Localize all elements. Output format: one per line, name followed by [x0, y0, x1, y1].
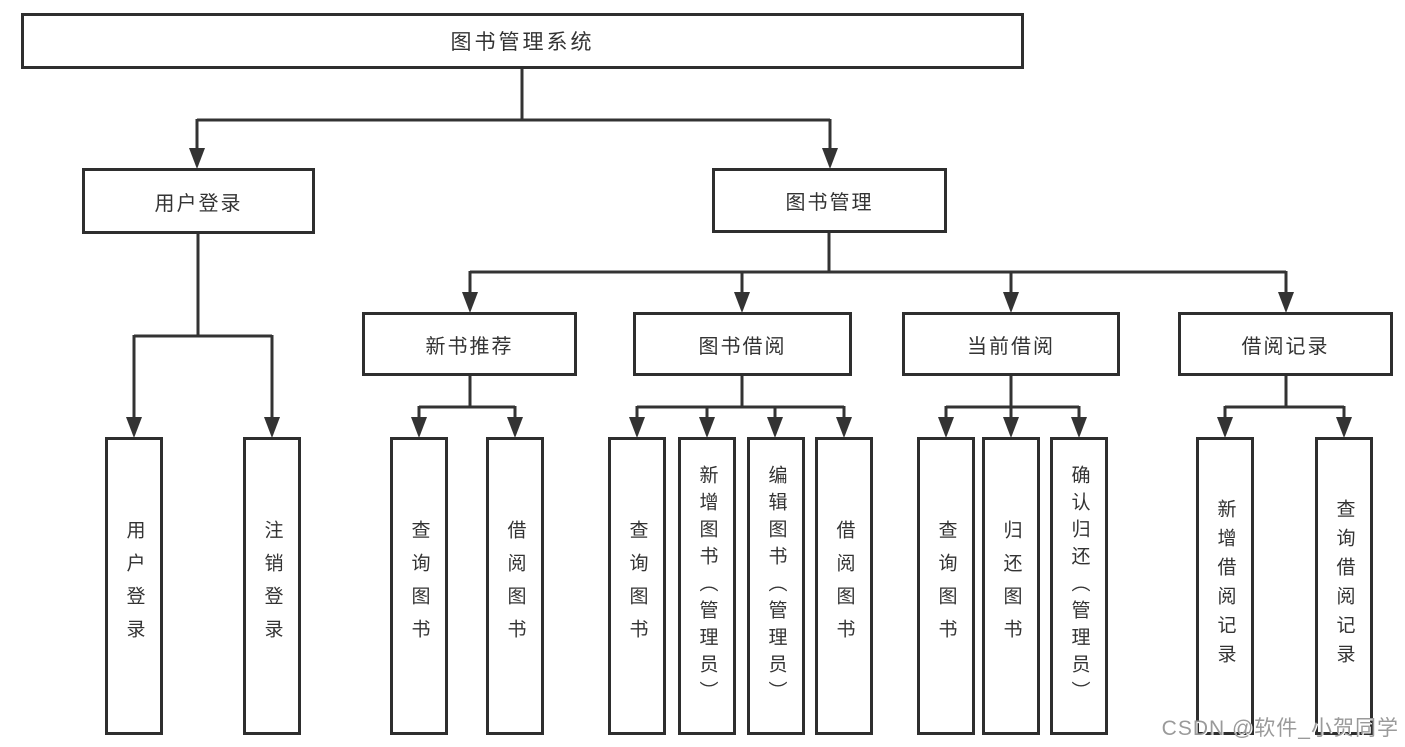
node-br-query-record: 查询借阅记录	[1315, 437, 1373, 735]
node-bb-query-book: 查询图书	[608, 437, 666, 735]
node-borrow-records: 借阅记录	[1178, 312, 1393, 376]
node-logout-label: 注销登录	[261, 520, 283, 652]
node-cb-return-book-label: 归还图书	[1000, 520, 1022, 652]
node-user-login-label: 用户登录	[154, 192, 243, 215]
node-br-query-record-label: 查询借阅记录	[1333, 499, 1355, 673]
node-cb-confirm-return-label: 确认归还（管理员）	[1068, 464, 1090, 708]
node-current-borrow-label: 当前借阅	[967, 335, 1055, 358]
node-new-book-rec: 新书推荐	[362, 312, 577, 376]
node-bb-query-book-label: 查询图书	[626, 520, 648, 652]
node-br-add-record: 新增借阅记录	[1196, 437, 1254, 735]
node-rec-borrow-book: 借阅图书	[486, 437, 544, 735]
node-cb-query-book-label: 查询图书	[935, 520, 957, 652]
node-cb-query-book: 查询图书	[917, 437, 975, 735]
node-bb-add-book-label: 新增图书（管理员）	[696, 464, 718, 708]
node-book-mgmt-label: 图书管理	[785, 192, 874, 214]
node-logout: 注销登录	[243, 437, 301, 735]
node-br-add-record-label: 新增借阅记录	[1214, 499, 1236, 673]
node-login-label: 用户登录	[123, 520, 145, 652]
node-cb-confirm-return: 确认归还（管理员）	[1050, 437, 1108, 735]
node-login: 用户登录	[105, 437, 163, 735]
node-book-mgmt: 图书管理	[712, 168, 947, 233]
node-rec-query-book: 查询图书	[390, 437, 448, 735]
node-book-borrow: 图书借阅	[633, 312, 852, 376]
node-bb-edit-book-label: 编辑图书（管理员）	[765, 464, 787, 708]
node-current-borrow: 当前借阅	[902, 312, 1120, 376]
watermark-text: CSDN @软件_小贺同学	[1161, 717, 1399, 740]
node-borrow-records-label: 借阅记录	[1241, 335, 1330, 358]
node-cb-return-book: 归还图书	[982, 437, 1040, 735]
node-new-book-rec-label: 新书推荐	[425, 335, 514, 358]
node-root: 图书管理系统	[21, 13, 1024, 69]
node-bb-borrow-book-label: 借阅图书	[833, 520, 855, 652]
node-rec-borrow-book-label: 借阅图书	[504, 520, 526, 652]
node-book-borrow-label: 图书借阅	[698, 335, 787, 358]
node-rec-query-book-label: 查询图书	[408, 520, 430, 652]
node-user-login: 用户登录	[82, 168, 315, 234]
node-bb-add-book: 新增图书（管理员）	[678, 437, 736, 735]
node-bb-borrow-book: 借阅图书	[815, 437, 873, 735]
node-bb-edit-book: 编辑图书（管理员）	[747, 437, 805, 735]
node-root-label: 图书管理系统	[450, 31, 595, 54]
